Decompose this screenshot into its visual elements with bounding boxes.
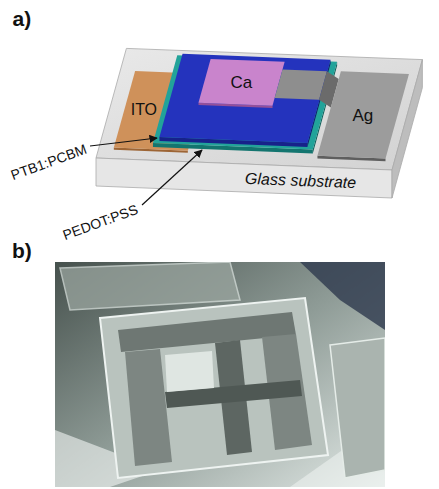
ag-pad <box>317 71 409 158</box>
layer-label: ITO <box>131 102 157 118</box>
leader-arrow <box>142 150 202 205</box>
metal-contact <box>125 349 172 466</box>
layer-label-text: PEDOT:PSS <box>60 201 139 243</box>
active-layer <box>159 54 330 143</box>
photo-background <box>55 262 385 487</box>
glass-front <box>96 158 392 198</box>
glass-slide <box>330 338 385 478</box>
glass-window <box>165 351 214 392</box>
device-photo <box>55 262 385 487</box>
device-stack <box>96 48 422 198</box>
glass-slide <box>100 298 328 478</box>
layer-label: Ag <box>353 107 374 124</box>
layer-label-text: PTB1:PCBM <box>8 141 88 183</box>
panel-label: a) <box>13 8 32 29</box>
panel-label-text: b) <box>12 239 32 262</box>
leader-arrow <box>90 138 157 146</box>
layer-label: PTB1:PCBM <box>8 142 87 182</box>
ca-layer <box>198 59 284 106</box>
glass-slide <box>60 262 240 310</box>
panel-label: b) <box>12 240 32 261</box>
layer-label: Ca <box>231 74 253 91</box>
panel-label-text: a) <box>13 7 32 30</box>
foil-shadow <box>300 262 385 330</box>
glass-top <box>96 48 422 170</box>
layer-label-text: Ca <box>231 73 253 92</box>
layer-label-text: Ag <box>353 106 374 125</box>
layer-label: PEDOT:PSS <box>60 202 139 242</box>
layer-label-text: ITO <box>131 101 157 118</box>
ag-strip <box>275 70 327 100</box>
